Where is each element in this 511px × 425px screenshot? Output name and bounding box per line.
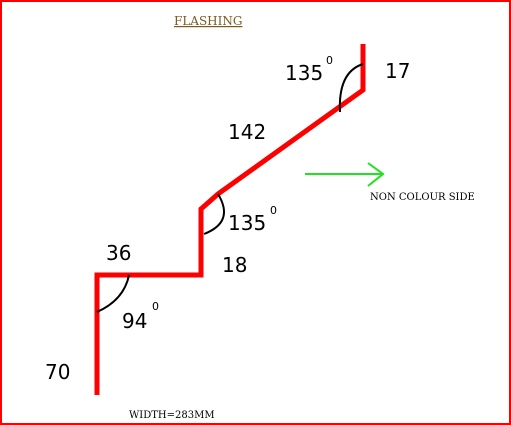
non-colour-side-label: NON COLOUR SIDE bbox=[370, 192, 475, 203]
angle-arc-135-mid bbox=[203, 193, 225, 235]
diagram-title: FLASHING bbox=[174, 14, 242, 28]
segment-label-17: 17 bbox=[385, 59, 410, 83]
flashing-profile bbox=[94, 44, 366, 395]
degree-symbol-94: 0 bbox=[152, 300, 159, 313]
width-label: WIDTH=283MM bbox=[129, 410, 215, 421]
angle-label-94: 94 bbox=[122, 309, 147, 333]
angle-label-135-mid: 135 bbox=[228, 211, 266, 235]
angle-label-135-top: 135 bbox=[285, 61, 323, 85]
segment-label-18: 18 bbox=[222, 253, 247, 277]
segment-label-36: 36 bbox=[106, 241, 131, 265]
angle-arc-135-top bbox=[338, 63, 364, 113]
segment-label-142: 142 bbox=[228, 120, 266, 144]
degree-symbol-135-mid: 0 bbox=[270, 204, 277, 217]
degree-symbol-135-top: 0 bbox=[326, 54, 333, 67]
segment-label-70: 70 bbox=[45, 360, 70, 384]
right-arrow-icon bbox=[305, 162, 385, 187]
angle-arc-94 bbox=[96, 274, 130, 313]
